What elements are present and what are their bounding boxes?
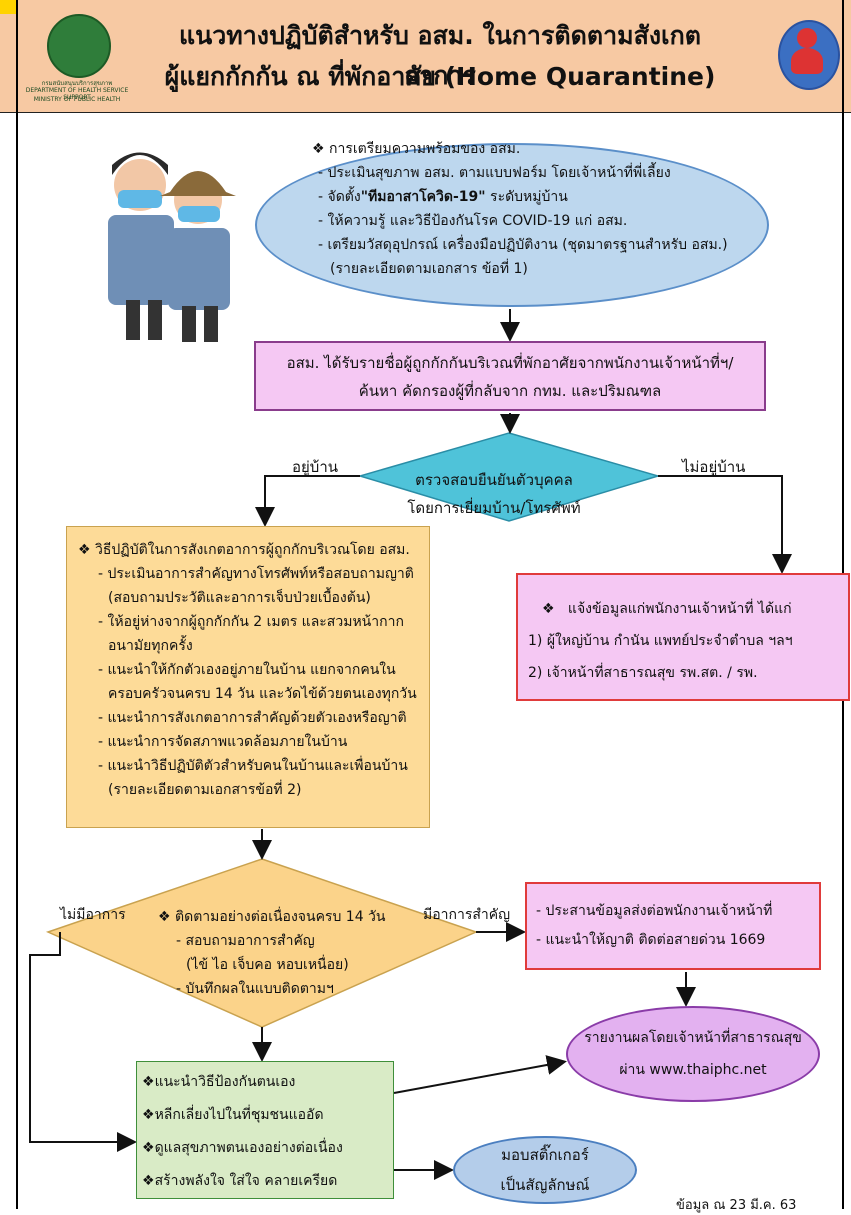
volunteers-illustration-icon <box>108 152 236 342</box>
coordinate-line: - ประสานข้อมูลส่งต่อพนักงานเจ้าหน้าที่ <box>536 903 773 919</box>
observation-line: - แนะนำวิธีปฏิบัติตัวสำหรับคนในบ้านและเพ… <box>98 758 408 774</box>
observation-title: วิธีปฏิบัติในการสังเกตอาการผู้ถูกกักบริเ… <box>95 542 410 558</box>
has-symptoms-label: มีอาการสำคัญ <box>423 907 511 923</box>
prep-team-name: "ทีมอาสาโควิด-19" <box>360 189 486 205</box>
bullet-icon: ❖ <box>142 1107 155 1123</box>
prep-line: - เตรียมวัสดุอุปกรณ์ เครื่องมือปฏิบัติงา… <box>318 237 728 253</box>
prep-line: (รายละเอียดตามเอกสาร ข้อที่ 1) <box>330 261 528 277</box>
bullet-icon: ❖ <box>142 1140 155 1156</box>
advice-item: สร้างพลังใจ ใส่ใจ คลายเครียด <box>154 1173 338 1189</box>
report-text: รายงานผลโดยเจ้าหน้าที่สาธารณสุข ผ่าน www… <box>566 1022 820 1086</box>
logo-caption-thai: กรมสนับสนุนบริการสุขภาพ <box>41 80 113 87</box>
bullet-icon: ❖ <box>312 141 325 157</box>
report-ellipse <box>566 1006 820 1102</box>
observation-line: อนามัยทุกครั้ง <box>108 638 193 654</box>
prep-text: ❖ การเตรียมความพร้อมของ อสม. - ประเมินสุ… <box>312 137 782 281</box>
sticker-line: เป็นสัญลักษณ์ <box>500 1176 590 1194</box>
prep-title: การเตรียมความพร้อมของ อสม. <box>329 141 521 157</box>
advice-item: ดูแลสุขภาพตนเองอย่างต่อเนื่อง <box>154 1140 343 1156</box>
prep-line: - จัดตั้ง <box>318 189 361 205</box>
observation-line: - ให้อยู่ห่างจากผู้ถูกกักกัน 2 เมตร และส… <box>98 614 404 630</box>
advice-text: ❖แนะนำวิธีป้องกันตนเอง ❖หลีกเลี่ยงไปในที… <box>142 1066 343 1198</box>
receive-list-text: อสม. ได้รับรายชื่อผู้ถูกกักกันบริเวณที่พ… <box>254 349 766 405</box>
at-home-label: อยู่บ้าน <box>292 458 338 476</box>
bullet-icon: ❖ <box>78 542 91 558</box>
notify-officials-text: ❖ แจ้งข้อมูลแก่พนักงานเจ้าหน้าที่ ได้แก่… <box>528 593 793 689</box>
notify-officials-box <box>516 573 850 701</box>
prep-line: - ให้ความรู้ และวิธีป้องกันโรค COVID-19 … <box>318 213 628 229</box>
prep-line: - ประเมินสุขภาพ อสม. ตามแบบฟอร์ม โดยเจ้า… <box>318 165 671 181</box>
bullet-icon: ❖ <box>542 601 555 617</box>
observation-line: - ประเมินอาการสำคัญทางโทรศัพท์หรือสอบถาม… <box>98 566 414 582</box>
followup-title: ติดตามอย่างต่อเนื่องจนครบ 14 วัน <box>175 909 386 925</box>
sticker-ellipse <box>453 1136 637 1204</box>
advice-box <box>136 1061 394 1199</box>
notify-title: แจ้งข้อมูลแก่พนักงานเจ้าหน้าที่ ได้แก่ <box>567 601 792 617</box>
coordinate-box <box>525 882 821 970</box>
verify-decision-text: ตรวจสอบยืนยันตัวบุคคล โดยการเยี่ยมบ้าน/โ… <box>364 466 624 522</box>
moph-emblem-icon <box>47 14 111 78</box>
report-line: ผ่าน www.thaiphc.net <box>619 1062 767 1078</box>
decision-diamond-verify <box>357 432 661 522</box>
observation-line: - แนะนำให้กักตัวเองอยู่ภายในบ้าน แยกจากค… <box>98 662 396 678</box>
advice-item: หลีกเลี่ยงไปในที่ชุมชนแออัด <box>154 1107 324 1123</box>
receive-line: ค้นหา คัดกรองผู้ที่กลับจาก กทม. และปริมณ… <box>358 382 662 400</box>
header-banner <box>0 0 851 113</box>
bullet-icon: ❖ <box>142 1173 155 1189</box>
advice-item: แนะนำวิธีป้องกันตนเอง <box>154 1074 296 1090</box>
decision-line: ตรวจสอบยืนยันตัวบุคคล <box>415 471 573 489</box>
volunteer-logo <box>778 20 840 90</box>
observation-line: - แนะนำการจัดสภาพแวดล้อมภายในบ้าน <box>98 734 348 750</box>
sticker-line: มอบสติ๊กเกอร์ <box>501 1146 589 1164</box>
prep-line: ระดับหมู่บ้าน <box>485 189 568 205</box>
sticker-text: มอบสติ๊กเกอร์ เป็นสัญลักษณ์ <box>453 1140 637 1200</box>
prep-ellipse <box>255 143 769 307</box>
not-at-home-label: ไม่อยู่บ้าน <box>682 458 746 476</box>
followup-line: - สอบถามอาการสำคัญ <box>176 933 315 949</box>
followup-line: (ไข้ ไอ เจ็บคอ หอบเหนื่อย) <box>186 957 349 973</box>
observation-line: (รายละเอียดตามเอกสารข้อที่ 2) <box>108 782 302 798</box>
receive-line: อสม. ได้รับรายชื่อผู้ถูกกักกันบริเวณที่พ… <box>286 354 734 372</box>
moph-logo: กรมสนับสนุนบริการสุขภาพ DEPARTMENT OF HE… <box>22 12 132 112</box>
observation-text: ❖ วิธีปฏิบัติในการสังเกตอาการผู้ถูกกักบร… <box>78 538 417 802</box>
decision-line: โดยการเยี่ยมบ้าน/โทรศัพท์ <box>407 499 581 517</box>
data-date-footnote: ข้อมูล ณ 23 มี.ค. 63 <box>676 1198 797 1213</box>
report-line: รายงานผลโดยเจ้าหน้าที่สาธารณสุข <box>584 1030 802 1046</box>
notify-item: 2) เจ้าหน้าที่สาธารณสุข รพ.สต. / รพ. <box>528 665 758 681</box>
bullet-icon: ❖ <box>142 1074 155 1090</box>
followup-line: - บันทึกผลในแบบติดตามฯ <box>176 981 334 997</box>
coordinate-line: - แนะนำให้ญาติ ติดต่อสายด่วน 1669 <box>536 932 766 948</box>
observation-line: ครอบครัวจนครบ 14 วัน และวัดไข้ด้วยตนเองท… <box>108 686 417 702</box>
bullet-icon: ❖ <box>158 909 171 925</box>
observation-line: - แนะนำการสังเกตอาการสำคัญด้วยตัวเองหรือ… <box>98 710 407 726</box>
page-title-line2: ผู้แยกกักกัน ณ ที่พักอาศัย (Home Quarant… <box>164 62 716 91</box>
followup-decision-text: ❖ ติดตามอย่างต่อเนื่องจนครบ 14 วัน - สอบ… <box>158 905 385 1001</box>
logo-caption-en: DEPARTMENT OF HEALTH SERVICE SUPPORT <box>25 87 129 101</box>
coordinate-text: - ประสานข้อมูลส่งต่อพนักงานเจ้าหน้าที่ -… <box>536 897 772 955</box>
notify-item: 1) ผู้ใหญ่บ้าน กำนัน แพทย์ประจำตำบล ฯลฯ <box>528 633 793 649</box>
page-title-line1: แนวทางปฏิบัติสำหรับ อสม. ในการติดตามสังเ… <box>179 21 701 90</box>
observation-line: (สอบถามประวัติและอาการเจ็บป่วยเบื้องต้น) <box>108 590 371 606</box>
receive-list-box <box>254 341 766 411</box>
corner-accent <box>0 0 16 14</box>
observation-box <box>66 526 430 828</box>
logo-caption-ministry: MINISTRY OF PUBLIC HEALTH <box>33 96 121 103</box>
frame-left-border <box>16 0 18 1209</box>
no-symptoms-label: ไม่มีอาการ <box>60 907 126 923</box>
